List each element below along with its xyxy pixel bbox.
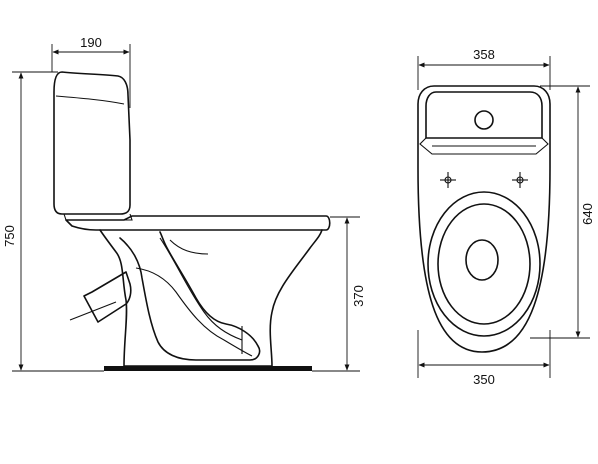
- tank-width-label: 358: [473, 47, 495, 62]
- cistern-bottom-line: [63, 213, 133, 221]
- bowl-body-outline: [99, 229, 323, 367]
- drain-opening: [465, 239, 499, 281]
- total-length-label: 640: [580, 203, 595, 225]
- flush-button: [474, 110, 494, 130]
- outlet-pipe: [83, 271, 132, 323]
- bowl-rim-outer: [427, 191, 541, 337]
- bowl-rim-inner: [437, 203, 531, 325]
- trap-inner-curve: [135, 267, 253, 357]
- seat-fixing-mark-right: [512, 172, 528, 188]
- cistern-outline: [53, 71, 131, 215]
- seat-outline: [65, 215, 331, 231]
- seat-fixing-mark-left: [440, 172, 456, 188]
- top-view: 358 640 350: [417, 47, 595, 387]
- total-height-label: 750: [2, 225, 17, 247]
- tank-top: [425, 91, 543, 139]
- side-view: 190 750 370: [2, 35, 366, 372]
- seat-height-label: 370: [351, 285, 366, 307]
- outlet-pipe-cut: [69, 301, 117, 321]
- floor-base: [104, 366, 312, 371]
- cistern-lid-line: [55, 95, 125, 105]
- tank-shelf: [419, 137, 549, 155]
- tank-depth-label: 190: [80, 35, 102, 50]
- rim-flush-line: [169, 239, 209, 255]
- top-outer-contour: [417, 85, 551, 353]
- trap-wall-line: [159, 237, 243, 341]
- bowl-width-label: 350: [473, 372, 495, 387]
